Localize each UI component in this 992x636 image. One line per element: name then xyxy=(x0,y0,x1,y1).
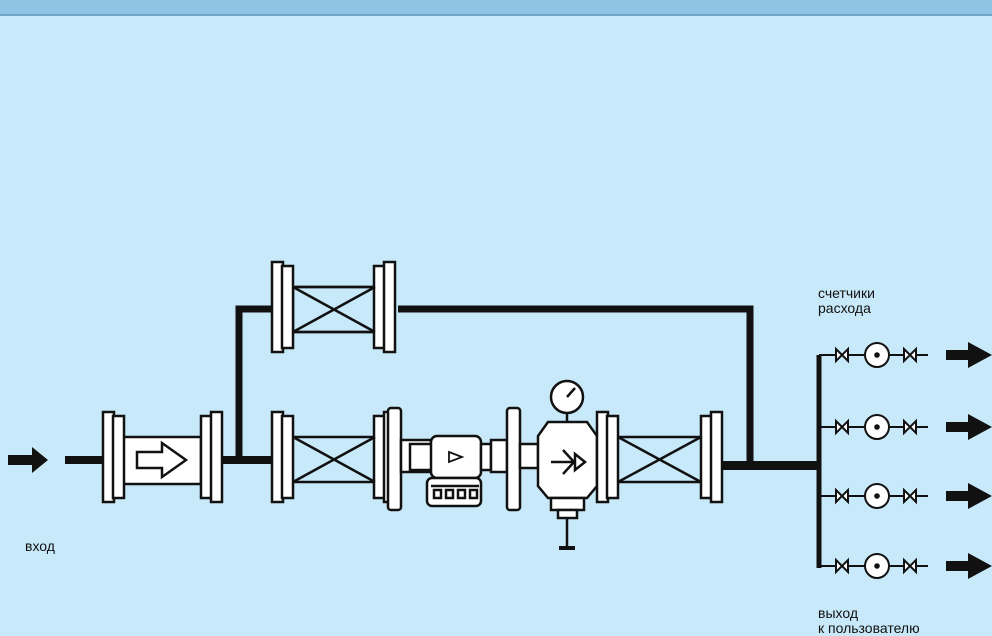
outlet-label-line2: к пользователю xyxy=(818,620,920,636)
inline-filter-unit xyxy=(386,406,522,512)
main-pipe xyxy=(222,456,818,470)
flow-meters-label-line1: счетчики xyxy=(818,285,875,301)
regulator-arrow-icon xyxy=(551,451,588,473)
outlet-branch xyxy=(819,342,992,368)
bypass-pipe xyxy=(235,305,754,466)
outlet-arrow-icon xyxy=(968,553,992,579)
bypass-gate-valve xyxy=(270,260,397,354)
outlet-arrow-icon xyxy=(968,414,992,440)
flow-meters-label-line2: расхода xyxy=(818,300,871,316)
header-band xyxy=(0,0,992,15)
strainer-filter xyxy=(101,410,224,504)
outlet-branch xyxy=(819,414,992,440)
outlet-gate-valve xyxy=(595,410,724,504)
inlet-arrow-icon xyxy=(8,447,102,473)
outlet-label-line1: выход xyxy=(818,605,858,621)
inlet-gate-valve xyxy=(270,410,397,504)
pressure-regulator xyxy=(518,379,599,550)
filter-arrow-icon xyxy=(448,450,465,464)
outlet-arrow-icon xyxy=(968,342,992,368)
flow-meters-label: счетчики расхода xyxy=(818,286,875,316)
outlet-branch xyxy=(819,553,992,579)
outlet-label: выход к пользователю xyxy=(818,606,920,636)
inlet-label: вход xyxy=(25,538,55,554)
flow-direction-arrow-icon xyxy=(135,440,189,480)
outlet-arrow-icon xyxy=(968,483,992,509)
outlet-branch xyxy=(819,483,992,509)
